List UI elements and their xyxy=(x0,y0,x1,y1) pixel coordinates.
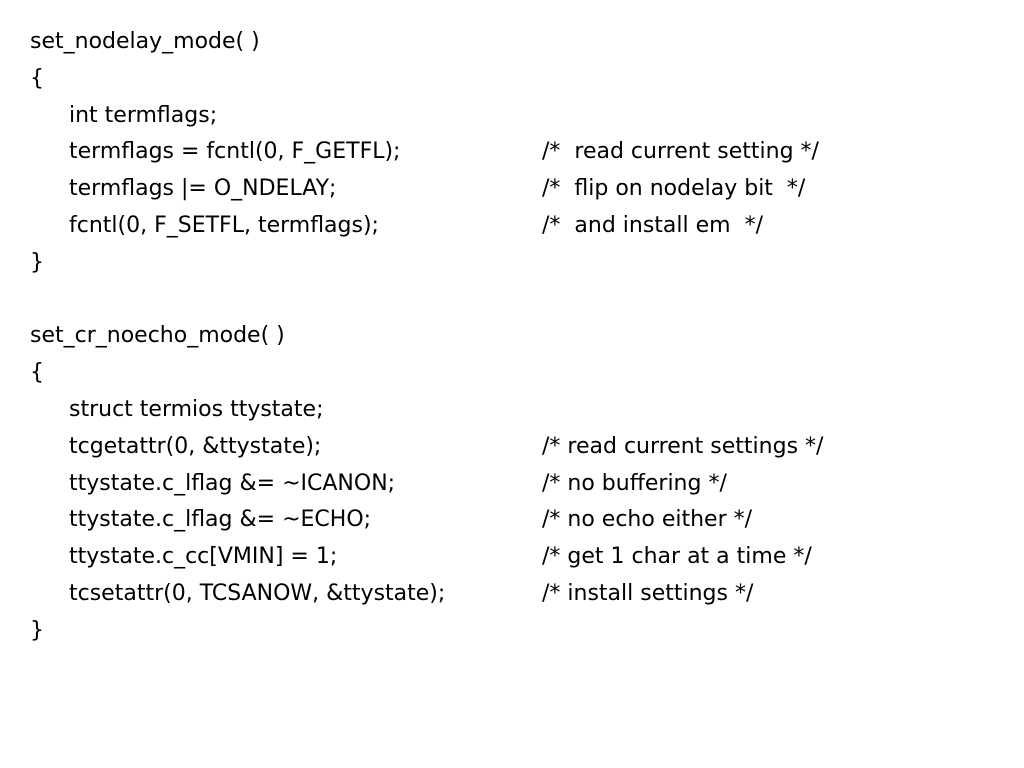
code-line: tcsetattr(0, TCSANOW, &ttystate); /* ins… xyxy=(30,576,990,613)
code-comment: /* read current setting */ xyxy=(542,139,819,165)
open-brace: { xyxy=(30,65,44,91)
code-comment: /* get 1 char at a time */ xyxy=(542,544,812,570)
close-brace-line: } xyxy=(30,245,990,282)
code-line: termflags |= O_NDELAY; /* flip on nodela… xyxy=(30,171,990,208)
code-line: ttystate.c_lflag &= ~ECHO; /* no echo ei… xyxy=(30,502,990,539)
code-comment: /* read current settings */ xyxy=(542,433,824,459)
close-brace: } xyxy=(30,249,44,275)
code-line: tcgetattr(0, &ttystate); /* read current… xyxy=(30,429,990,466)
code-comment: /* no echo either */ xyxy=(542,507,753,533)
code-statement: struct termios ttystate; xyxy=(69,396,324,422)
function-header: set_cr_noecho_mode( ) xyxy=(30,318,990,355)
open-brace-line: { xyxy=(30,355,990,392)
code-listing: set_nodelay_mode( ) { int termflags; ter… xyxy=(30,24,990,650)
code-statement: ttystate.c_lflag &= ~ECHO; xyxy=(69,507,372,533)
code-line: ttystate.c_lflag &= ~ICANON; /* no buffe… xyxy=(30,466,990,503)
function-header: set_nodelay_mode( ) xyxy=(30,24,990,61)
code-statement: fcntl(0, F_SETFL, termflags); xyxy=(69,212,379,238)
code-line: int termflags; xyxy=(30,98,990,135)
code-comment: /* and install em */ xyxy=(542,212,763,238)
code-statement: ttystate.c_cc[VMIN] = 1; xyxy=(69,544,338,570)
code-comment: /* no buffering */ xyxy=(542,470,727,496)
code-statement: termflags |= O_NDELAY; xyxy=(69,176,337,202)
code-statement: int termflags; xyxy=(69,102,218,128)
code-line: fcntl(0, F_SETFL, termflags); /* and ins… xyxy=(30,208,990,245)
function-name: set_cr_noecho_mode( ) xyxy=(30,323,285,349)
open-brace: { xyxy=(30,360,44,386)
code-line: termflags = fcntl(0, F_GETFL); /* read c… xyxy=(30,134,990,171)
code-line: struct termios ttystate; xyxy=(30,392,990,429)
close-brace: } xyxy=(30,617,44,643)
code-statement: tcgetattr(0, &ttystate); xyxy=(69,433,322,459)
code-statement: ttystate.c_lflag &= ~ICANON; xyxy=(69,470,396,496)
code-comment: /* install settings */ xyxy=(542,580,754,606)
function-name: set_nodelay_mode( ) xyxy=(30,29,260,54)
open-brace-line: { xyxy=(30,61,990,98)
code-line: ttystate.c_cc[VMIN] = 1; /* get 1 char a… xyxy=(30,539,990,576)
code-comment: /* flip on nodelay bit */ xyxy=(542,176,806,202)
code-statement: termflags = fcntl(0, F_GETFL); xyxy=(69,139,401,165)
blank-line xyxy=(30,282,990,319)
code-statement: tcsetattr(0, TCSANOW, &ttystate); xyxy=(69,580,446,606)
close-brace-line: } xyxy=(30,613,990,650)
